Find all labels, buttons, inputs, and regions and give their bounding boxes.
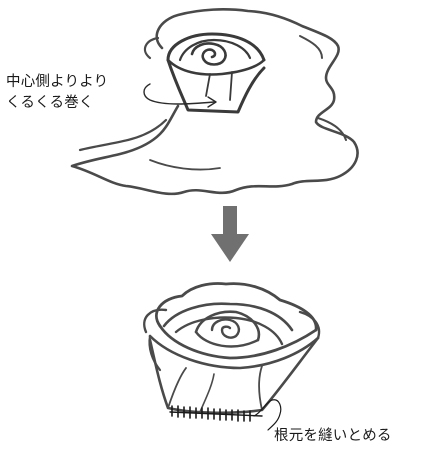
arrow-down-icon: [211, 206, 249, 262]
rolling-instruction-line-1: 中心側よりより: [6, 74, 109, 90]
stitch-marks: [169, 405, 263, 422]
rolled-center: [166, 32, 266, 114]
rolling-instruction-line-2: くるくる巻く: [6, 95, 94, 111]
rolling-instruction: 中心側よりより くるくる巻く: [6, 72, 108, 114]
curved-arrow-icon: [143, 83, 217, 108]
finished-rose: [143, 282, 321, 415]
stitching-instruction: 根元を縫いとめる: [274, 428, 392, 444]
thread-line: [253, 399, 282, 431]
fabric-strip: [70, 8, 359, 196]
